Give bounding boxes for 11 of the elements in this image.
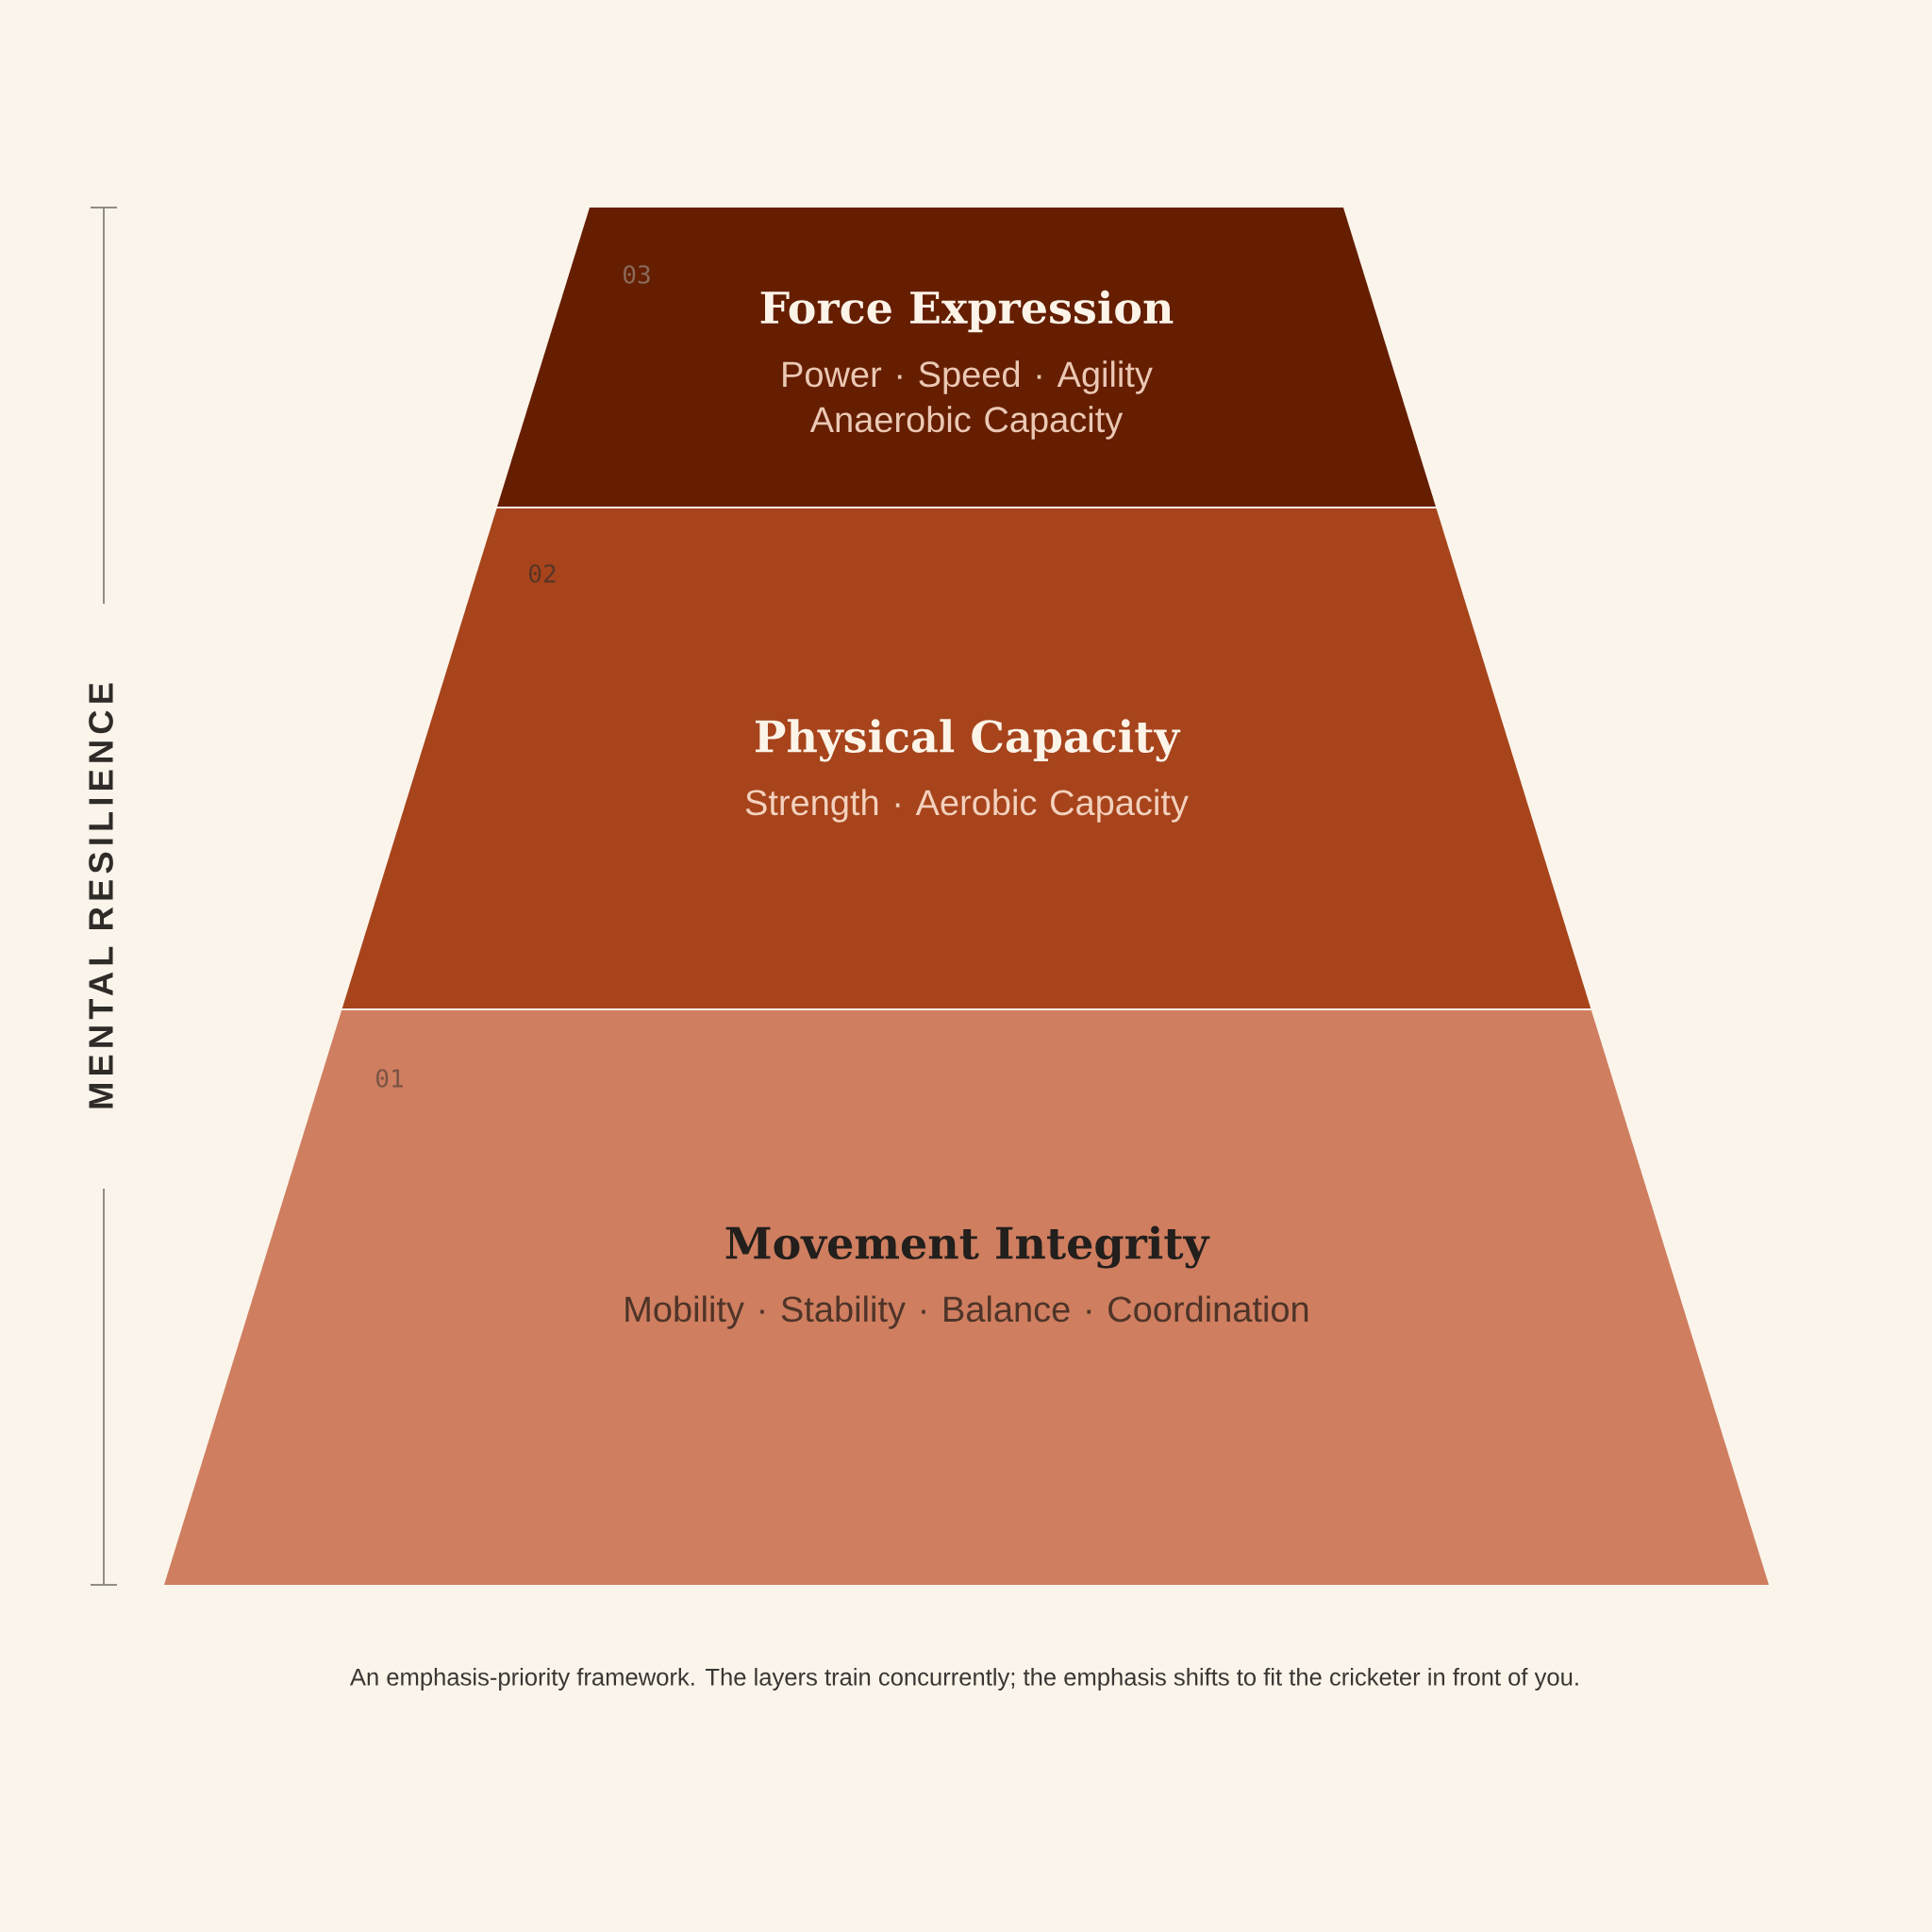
layer-title: Movement Integrity (725, 1225, 1210, 1269)
layer-description: Mobility · Stability · Balance · Coordination (625, 1295, 1308, 1329)
layer-number: 02 (529, 564, 556, 583)
layer-description: Power · Speed · Agility Anaerobic Capacity (783, 360, 1153, 440)
side-label: MENTAL RESILIENCE (89, 683, 113, 1108)
layer-number: 03 (624, 265, 650, 284)
layer-description: Strength · Aerobic Capacity (745, 789, 1189, 823)
layer-title: Force Expression (760, 290, 1174, 333)
layer-title: Physical Capacity (756, 719, 1181, 762)
layer-number: 01 (376, 1069, 403, 1088)
caption: An emphasis-priority framework. The layers train concurrently; the emphasis shifts to fit the cricketer in front of you. (349, 1668, 1578, 1690)
